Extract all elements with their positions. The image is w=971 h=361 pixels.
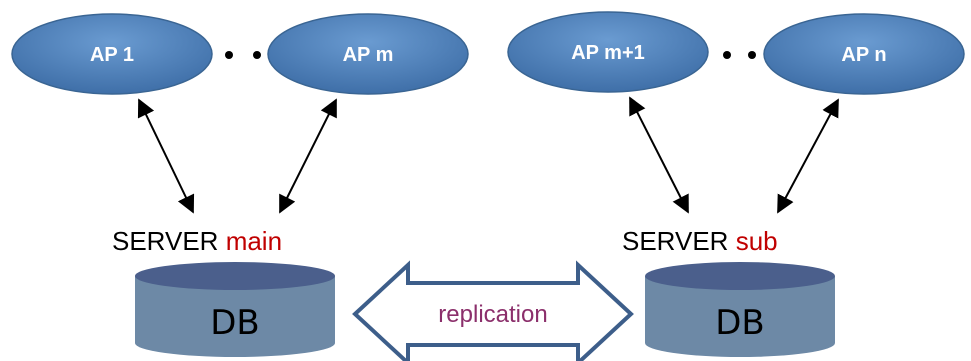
db-main-cylinder: DB: [135, 262, 335, 357]
replication-label: replication: [438, 301, 547, 328]
ap-m-label: AP m: [343, 44, 394, 66]
link-ap1-main: [137, 98, 195, 214]
ellipsis-dots-right: [723, 51, 756, 59]
right-cluster: AP m+1 AP n SERVER sub DB: [507, 11, 965, 357]
ellipsis-dots-left: [225, 51, 261, 59]
ap-n-node: AP n: [763, 13, 965, 95]
ap-m-plus-1-node: AP m+1: [507, 11, 709, 93]
server-main-role: main: [226, 226, 282, 256]
ap-m-plus-1-label: AP m+1: [571, 42, 645, 64]
ap-1-node: AP 1: [11, 13, 213, 95]
server-main-prefix: SERVER: [112, 226, 226, 256]
replication-arrow: replication: [352, 260, 634, 361]
left-cluster: AP 1 AP m SERVER main DB: [11, 13, 469, 357]
ap-n-label: AP n: [841, 44, 886, 66]
db-sub-cylinder: DB: [645, 262, 835, 357]
link-apn-sub: [777, 98, 839, 214]
db-main-label: DB: [210, 303, 260, 343]
server-sub-prefix: SERVER: [622, 226, 736, 256]
server-main-label: SERVER main: [112, 226, 282, 256]
link-apm-main: [279, 98, 337, 214]
server-sub-label: SERVER sub: [622, 226, 778, 256]
ap-1-label: AP 1: [90, 44, 134, 66]
ap-m-node: AP m: [267, 13, 469, 95]
server-sub-role: sub: [736, 226, 778, 256]
db-sub-label: DB: [715, 303, 765, 343]
link-apm1-sub: [629, 96, 689, 214]
